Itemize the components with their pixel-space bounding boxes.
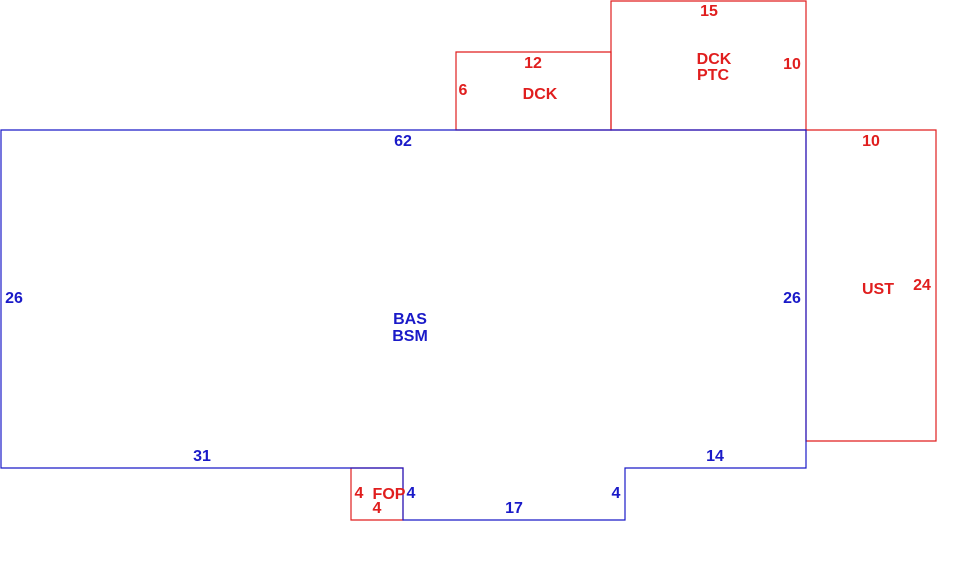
porch-dim-left: 4 [355, 485, 364, 502]
main-area-outline [0, 129, 807, 521]
storage-dim-right: 24 [913, 277, 931, 294]
deck-large-dim-right: 10 [783, 56, 801, 73]
deck-large-code-1: DCK [697, 51, 732, 68]
main-area-code-1: BAS [393, 311, 427, 328]
porch-dim-bottom: 4 [373, 500, 382, 517]
deck-small-dim-left: 6 [459, 82, 468, 99]
main-dim-bump-left: 4 [407, 485, 416, 502]
main-dim-bottom-right: 14 [706, 448, 724, 465]
deck-large-dim-top: 15 [700, 3, 718, 20]
main-dim-top: 62 [394, 133, 412, 150]
main-dim-bump-bottom: 17 [505, 500, 523, 517]
main-area-code-2: BSM [392, 328, 428, 345]
main-dim-bump-right: 4 [612, 485, 621, 502]
main-dim-left: 26 [5, 290, 23, 307]
storage-code: UST [862, 281, 894, 298]
deck-small-code: DCK [523, 86, 558, 103]
main-dim-right: 26 [783, 290, 801, 307]
storage-dim-top: 10 [862, 133, 880, 150]
deck-large-code-2: PTC [697, 67, 729, 84]
porch-code: FOP [373, 486, 406, 503]
deck-small-dim-top: 12 [524, 55, 542, 72]
main-dim-bottom-left: 31 [193, 448, 211, 465]
